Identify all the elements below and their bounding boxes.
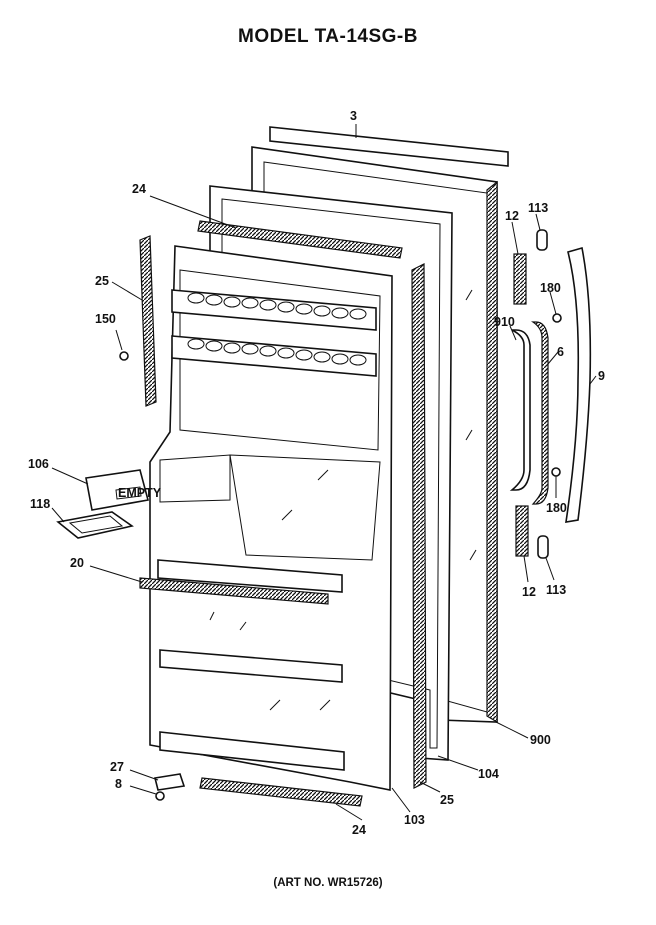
callout-118: 118 [30,497,50,511]
callout-910: 910 [494,315,515,329]
leader-lines [51,124,597,821]
handle-cap-top [513,253,527,305]
callout-6: 6 [557,345,564,359]
callout-24-top: 24 [132,182,146,196]
bin-label: EMPTY [118,486,162,500]
top-breaker-strip [197,220,403,259]
door-handle [509,329,531,491]
screw-180-top [552,313,562,323]
callout-12-top: 12 [505,209,519,223]
handle-trim [565,246,592,523]
callout-180-top: 180 [540,281,561,295]
handle-end-cap-bottom [537,535,549,559]
callout-9: 9 [598,369,605,383]
callout-25-bottom: 25 [440,793,454,807]
callout-3: 3 [350,109,357,123]
handle-insert [531,321,549,505]
screw-180-bottom [551,467,561,477]
callout-labels: 3 24 25 150 106 118 20 27 8 24 103 25 10… [28,109,605,837]
door-liner [149,245,393,791]
diagram-title: MODEL TA-14SG-B [238,26,418,47]
callout-25-left: 25 [95,274,109,288]
callout-27: 27 [110,760,124,774]
callout-180-bottom: 180 [546,501,567,515]
bottom-breaker-strip [199,777,363,807]
top-trim-strip [269,126,509,167]
callout-24-bottom: 24 [352,823,366,837]
callout-113-top: 113 [528,201,548,215]
screw-150 [119,351,129,361]
callout-150: 150 [95,312,116,326]
callout-104: 104 [478,767,499,781]
side-breaker-strip-left [139,235,157,407]
dairy-bin: EMPTY [85,469,162,511]
egg-cups-row-1 [187,292,367,320]
handle-end-cap-top [536,229,548,251]
callout-8: 8 [115,777,122,791]
callout-113-bottom: 113 [546,583,566,597]
hinge-pin [155,791,165,801]
hinge-pin-bracket [154,773,186,791]
callout-12-bottom: 12 [522,585,536,599]
side-breaker-strip-right [411,263,427,789]
callout-900: 900 [530,733,551,747]
callout-103: 103 [404,813,425,827]
dairy-bin-cover [56,511,134,539]
callout-20: 20 [70,556,84,570]
egg-cups-row-2 [187,338,367,366]
handle-cap-bottom [515,505,529,557]
art-number: (ART NO. WR15726) [273,877,383,889]
callout-106: 106 [28,457,49,471]
door-shelf-bar [139,577,329,605]
